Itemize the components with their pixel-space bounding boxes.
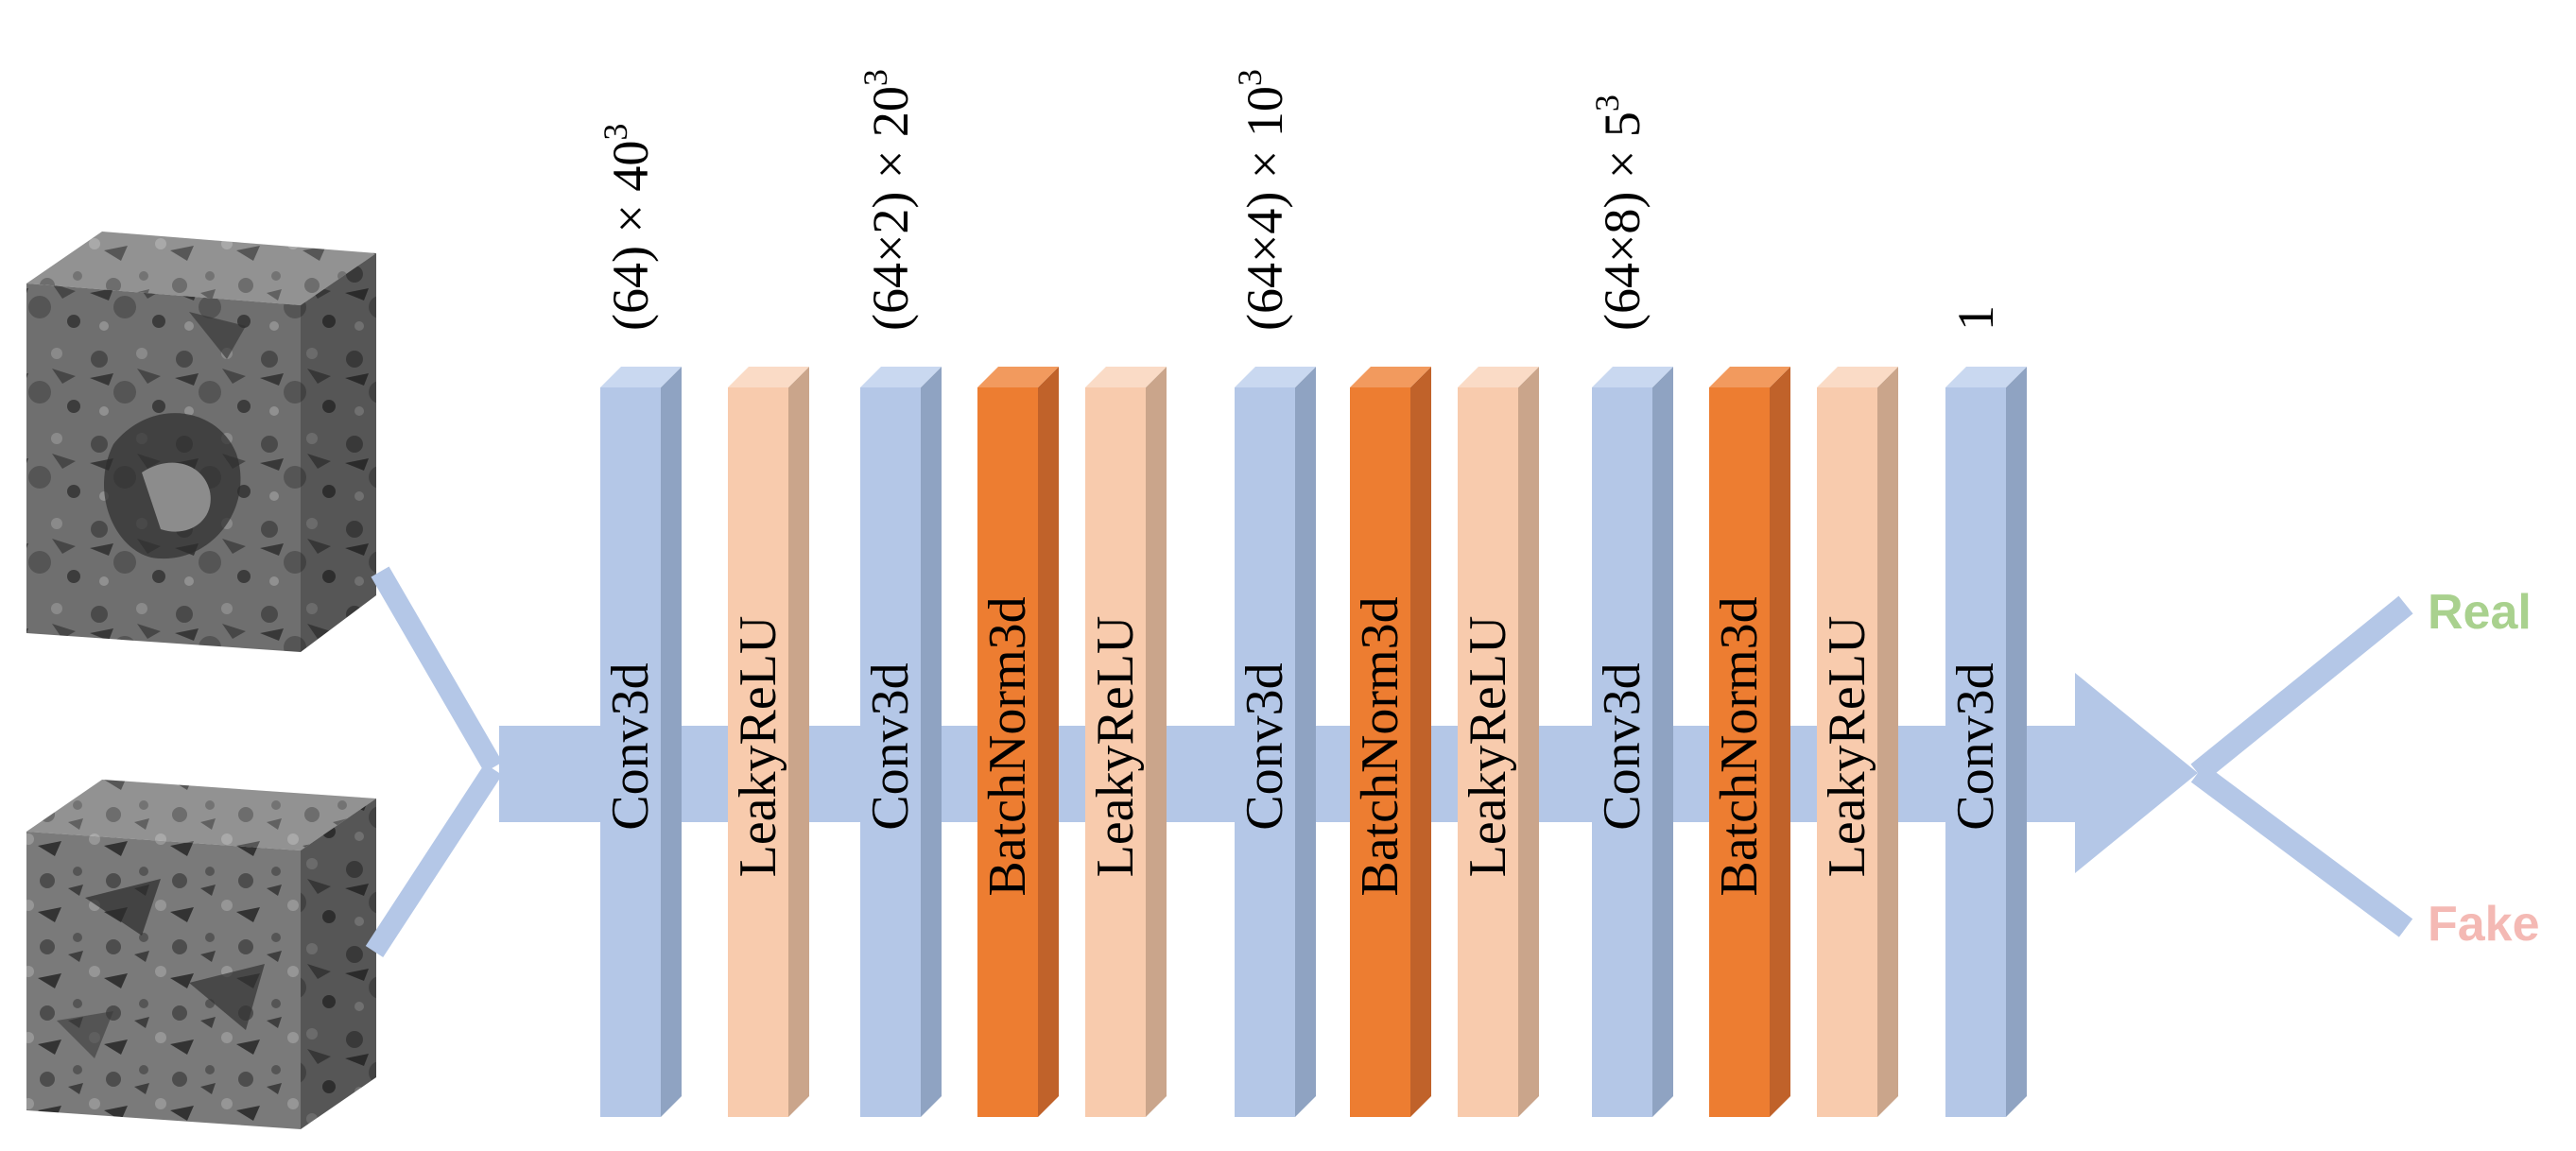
layer-label: BatchNorm3d	[1710, 596, 1769, 896]
layer-conv-9: Conv3d	[1592, 367, 1673, 1117]
layer-conv-12: Conv3d	[1945, 367, 2027, 1117]
dimension-label-6: (64×4) × 103	[1231, 69, 1293, 331]
layer-leaky-2: LeakyReLU	[728, 367, 809, 1117]
layer-conv-1: Conv3d	[600, 367, 682, 1117]
dimension-label-9: (64×8) × 53	[1588, 94, 1651, 331]
layer-label: Conv3d	[861, 662, 920, 830]
layer-bn-7: BatchNorm3d	[1350, 367, 1431, 1117]
dimension-label-1: (64) × 403	[596, 124, 659, 331]
fake-output-label: Fake	[2428, 897, 2540, 952]
volume-cube-real	[26, 232, 376, 652]
layer-leaky-5: LeakyReLU	[1085, 367, 1167, 1117]
layer-label: LeakyReLU	[1459, 616, 1517, 878]
layer-leaky-8: LeakyReLU	[1458, 367, 1539, 1117]
layer-label: Conv3d	[1236, 662, 1294, 830]
layer-label: BatchNorm3d	[1351, 596, 1409, 896]
layer-label: BatchNorm3d	[978, 596, 1037, 896]
real-output-label: Real	[2428, 585, 2532, 640]
volume-cube-generated	[26, 780, 376, 1129]
layer-label: Conv3d	[1593, 662, 1651, 830]
layer-label: LeakyReLU	[729, 616, 787, 878]
layer-label: LeakyReLU	[1818, 616, 1876, 878]
dimension-label-3: (64×2) × 203	[856, 69, 919, 331]
layer-conv-6: Conv3d	[1235, 367, 1316, 1117]
layer-bn-4: BatchNorm3d	[977, 367, 1059, 1117]
layer-conv-3: Conv3d	[860, 367, 942, 1117]
dimension-labels: (64) × 403 (64×2) × 203 (64×4) × 103 (64×8)…	[596, 69, 2004, 331]
layer-label: LeakyReLU	[1086, 616, 1145, 878]
layer-label: Conv3d	[601, 662, 660, 830]
layer-leaky-11: LeakyReLU	[1817, 367, 1898, 1117]
layer-label: Conv3d	[1946, 662, 2005, 830]
dimension-label-12: 1	[1947, 305, 2004, 331]
layer-bn-10: BatchNorm3d	[1709, 367, 1790, 1117]
layer-stack: Conv3d LeakyReLU Conv3d BatchNorm3d LeakyReL…	[600, 367, 2027, 1117]
